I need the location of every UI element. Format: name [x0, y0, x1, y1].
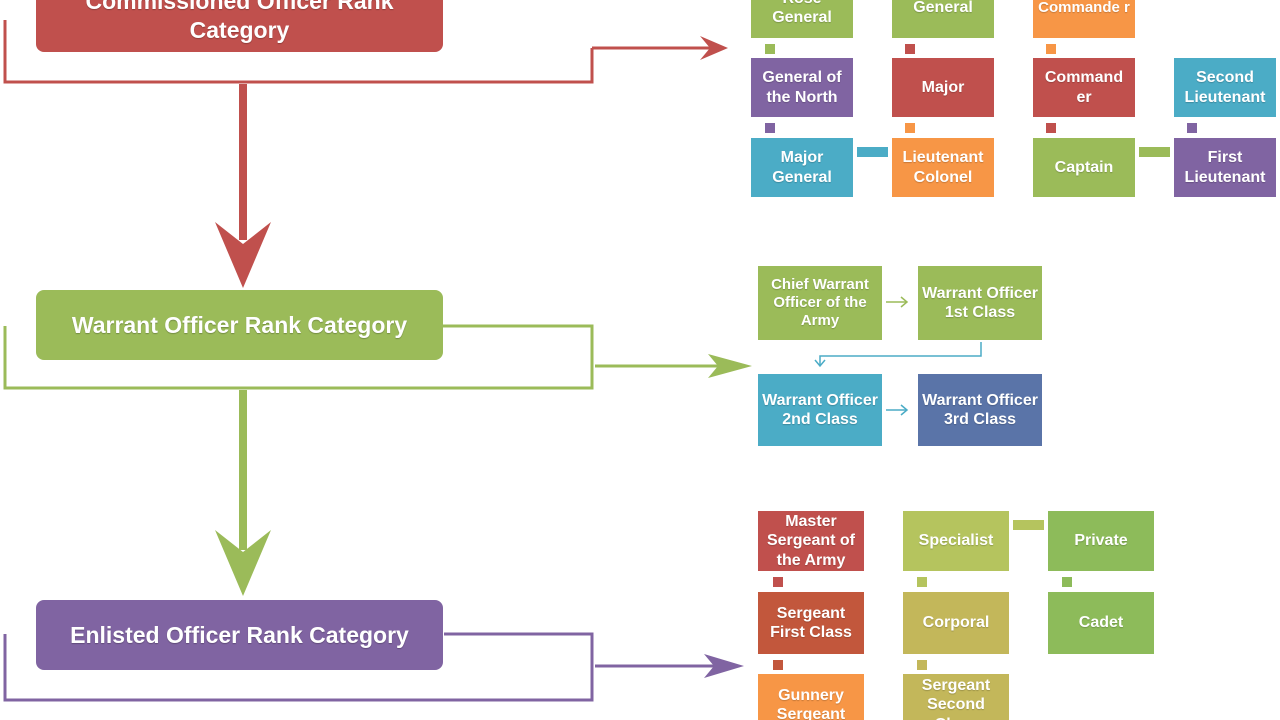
connector-dot	[773, 577, 783, 587]
wo-elbow	[819, 342, 982, 366]
warrant-down-head	[215, 530, 271, 596]
rank-master-sergeant: Master Sergeant of the Army	[758, 511, 864, 571]
connector-dot	[1046, 123, 1056, 133]
connector-dot	[1062, 577, 1072, 587]
enlisted-bracket	[3, 632, 594, 702]
commissioned-bracket	[3, 20, 594, 84]
rank-warrant-officer-1st: Warrant Officer 1st Class	[918, 266, 1042, 340]
connector-dot	[917, 577, 927, 587]
connector-bar	[857, 147, 888, 157]
warrant-arrow-head	[708, 354, 752, 378]
rank-first-lieutenant: First Lieutenant	[1174, 138, 1276, 197]
rank-cadet: Cadet	[1048, 592, 1154, 654]
rank-specialist: Specialist	[903, 511, 1009, 571]
commissioned-down-head	[215, 222, 271, 288]
connector-dot	[905, 44, 915, 54]
rank-warrant-officer-2nd: Warrant Officer 2nd Class	[758, 374, 882, 446]
rank-lieutenant-colonel: Lieutenant Colonel	[892, 138, 994, 197]
category-commissioned: Commissioned Officer Rank Category	[36, 0, 443, 52]
wo-elbow-head	[814, 359, 826, 368]
rank-gunnery-sergeant: Gunnery Sergeant	[758, 674, 864, 720]
connector-bar	[1013, 520, 1044, 530]
rank-general-of-the-north: General of the North	[751, 58, 853, 117]
enlisted-arrow-head	[704, 654, 744, 678]
rank-sergeant-second-class: Sergeant Second Class	[903, 674, 1009, 720]
connector-dot	[765, 123, 775, 133]
rank-chief-warrant-officer: Chief Warrant Officer of the Army	[758, 266, 882, 340]
rank-second-lieutenant: Second Lieutenant	[1174, 58, 1276, 117]
connector-dot	[1187, 123, 1197, 133]
rank-rose-general: Rose General	[751, 0, 853, 38]
rank-major-general: Major General	[751, 138, 853, 197]
connector-dot	[917, 660, 927, 670]
rank-private: Private	[1048, 511, 1154, 571]
connector-dot	[905, 123, 915, 133]
rank-warrant-officer-3rd: Warrant Officer 3rd Class	[918, 374, 1042, 446]
rank-general: General	[892, 0, 994, 38]
wo-arrow-1-head	[900, 296, 909, 308]
rank-major: Major	[892, 58, 994, 117]
rank-commander: Command er	[1033, 58, 1135, 117]
rank-captain: Captain	[1033, 138, 1135, 197]
rank-sergeant-first-class: Sergeant First Class	[758, 592, 864, 654]
category-enlisted: Enlisted Officer Rank Category	[36, 600, 443, 670]
rank-corporal: Corporal	[903, 592, 1009, 654]
connector-dot	[773, 660, 783, 670]
rank-commander-top: Commande r	[1033, 0, 1135, 38]
wo-arrow-2-head	[900, 404, 909, 416]
category-warrant: Warrant Officer Rank Category	[36, 290, 443, 360]
warrant-bracket	[3, 324, 594, 390]
commissioned-arrow-head	[700, 36, 728, 60]
connector-bar	[1139, 147, 1170, 157]
connector-dot	[765, 44, 775, 54]
connector-dot	[1046, 44, 1056, 54]
